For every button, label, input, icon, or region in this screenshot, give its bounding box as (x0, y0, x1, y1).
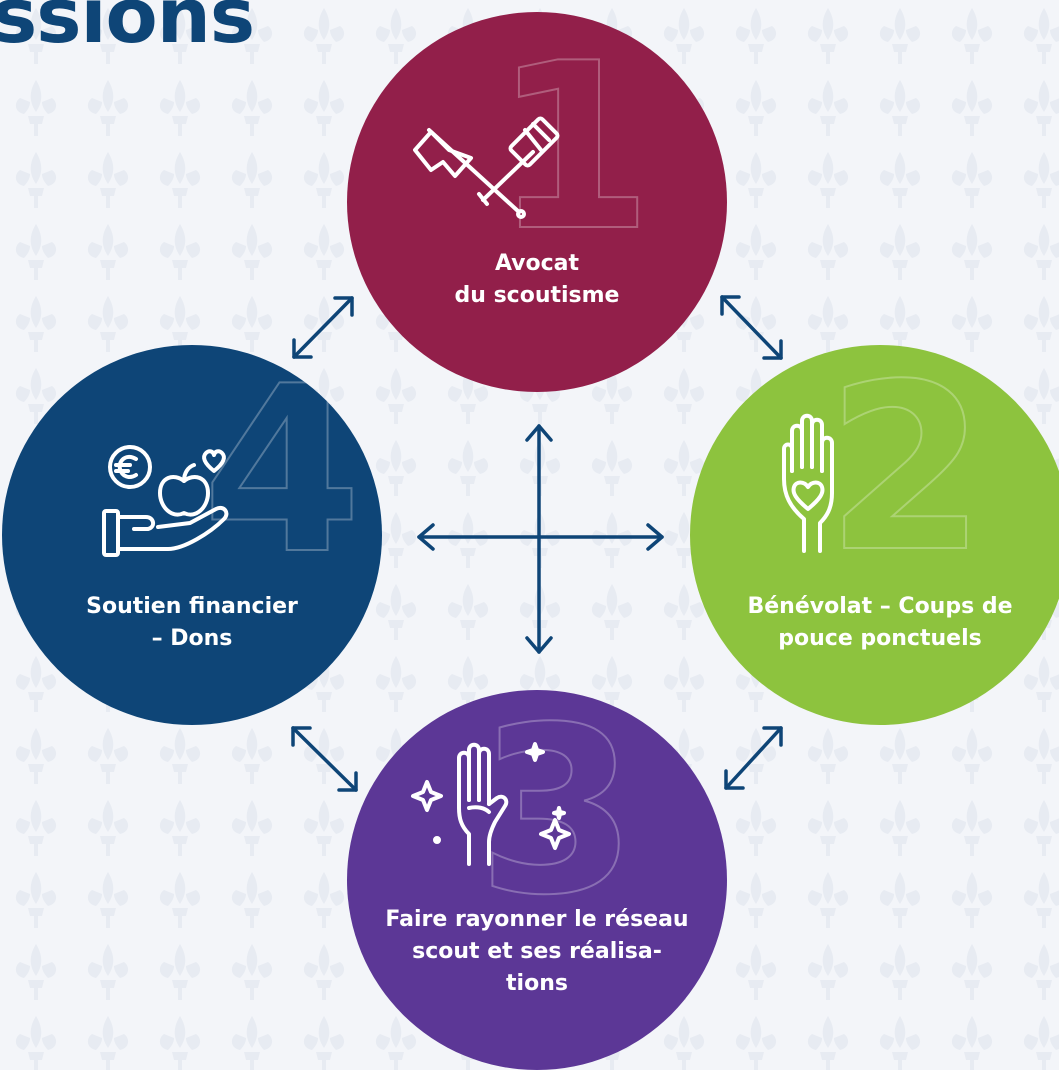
mission-label-1: Avocat du scoutisme (454, 251, 620, 308)
hand-heart-icon (782, 413, 834, 553)
mission-label-2: Bénévolat – Coups de pouce ponctuels (747, 594, 1013, 651)
scout-salute-icon (411, 742, 571, 866)
mission-circle-2: 2 Bénévolat – Coups de pouce ponctuels (690, 345, 1059, 725)
mission-number-2: 2 (825, 345, 987, 603)
mission-circle-1: 1 Avocat du scoutisme (347, 12, 727, 392)
mission-label-3: Faire rayonner le réseau scout et ses ré… (385, 907, 689, 996)
mission-number-4: 4 (201, 345, 363, 605)
arrow-1-4 (292, 296, 354, 359)
mission-label-4: Soutien financier – Dons (86, 594, 298, 651)
arrow-4-3 (291, 726, 358, 792)
mission-circle-4: 4 Soutien financier – Dons (2, 345, 382, 725)
arrow-2-3 (724, 726, 783, 790)
mission-circle-3: 3 Faire rayonner le réseau scout et ses … (347, 690, 727, 1070)
mission-number-1: 1 (492, 15, 654, 282)
arrow-1-2 (720, 295, 783, 360)
central-cross-arrows (417, 424, 664, 654)
page-title: ssions (0, 0, 255, 60)
donation-hand-icon (102, 445, 229, 557)
flag-gavel-icon (413, 116, 560, 219)
